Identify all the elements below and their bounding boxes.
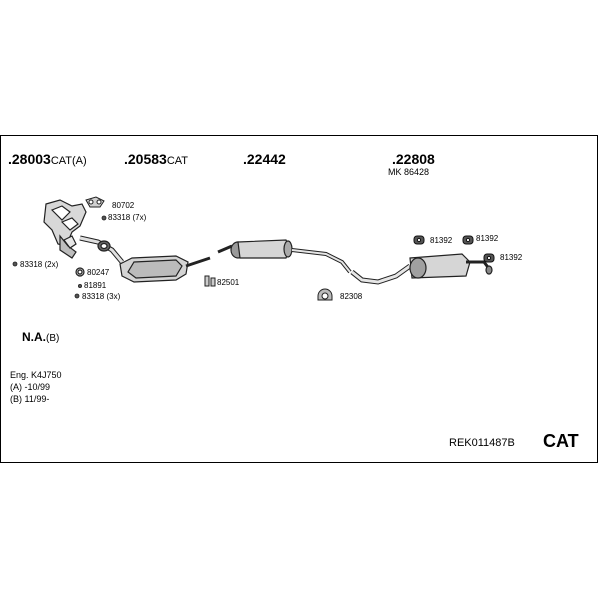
part-number: 28003	[11, 151, 51, 167]
label-81392: 81392	[476, 234, 499, 243]
label-81392: 81392	[500, 253, 523, 262]
catalytic-converter-icon	[119, 255, 211, 283]
label-81392: 81392	[430, 236, 453, 245]
label-82308: 82308	[340, 292, 363, 301]
part-suffix: CAT	[166, 155, 189, 167]
rubber-hanger-icon	[413, 235, 495, 263]
bracket-icon	[204, 275, 216, 287]
part-28003: .28003CAT(A)	[8, 151, 87, 167]
gasket-icon	[85, 196, 105, 208]
variant-name: N.A.	[22, 330, 46, 344]
note-a: (A) -10/99	[10, 382, 51, 392]
variant-label: N.A.(B)	[22, 331, 59, 344]
part-20583: .20583CAT	[124, 151, 189, 167]
reference-code: REK011487B	[449, 437, 515, 449]
part-number: 22808	[395, 151, 435, 167]
part-22808: .22808	[392, 151, 435, 167]
part-number: 22442	[246, 151, 286, 167]
label-81891: 81891	[84, 281, 107, 290]
engine-note: Eng. K4J750	[10, 370, 62, 380]
cat-badge: CAT	[543, 431, 579, 451]
rear-silencer-icon	[350, 253, 493, 285]
note-b: (B) 11/99-	[10, 394, 50, 404]
clamp-icon	[75, 267, 85, 277]
variant-code: (B)	[46, 333, 60, 344]
label-82501: 82501	[217, 278, 240, 287]
part-number: 20583	[127, 151, 167, 167]
label-80247: 80247	[87, 268, 110, 277]
part-suffix: CAT(A)	[50, 155, 87, 167]
mk-label: MK 86428	[388, 167, 430, 177]
exhaust-manifold-icon	[43, 199, 87, 259]
label-83318-7x: 83318 (7x)	[108, 213, 147, 222]
middle-silencer-icon	[217, 239, 352, 274]
bolt-icon	[12, 215, 107, 299]
label-83318-2x: 83318 (2x)	[20, 260, 59, 269]
u-clamp-icon	[317, 288, 333, 301]
label-83318-3x: 83318 (3x)	[82, 292, 121, 301]
front-pipe-icon	[79, 235, 124, 264]
diagram-frame	[0, 135, 598, 463]
label-80702: 80702	[112, 201, 135, 210]
part-22442: .22442	[243, 151, 286, 167]
